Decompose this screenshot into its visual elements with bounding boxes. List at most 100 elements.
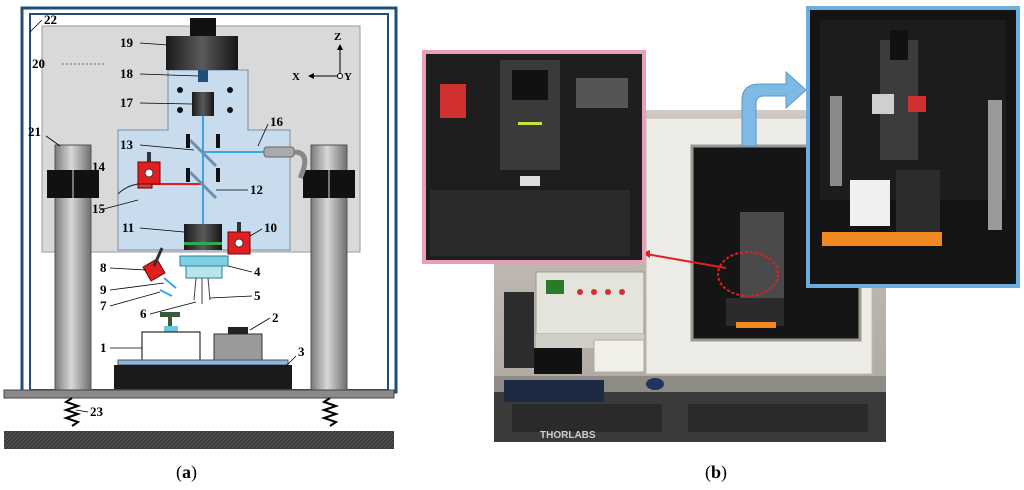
- label-19: 19: [120, 35, 134, 50]
- housing-screw: [227, 107, 233, 113]
- label-12: 12: [250, 182, 263, 197]
- caption-a-close: ): [191, 462, 197, 482]
- probe-5: [207, 277, 211, 301]
- stage-screw: [237, 222, 241, 232]
- housing-slot: [186, 168, 190, 182]
- photo-drawer: [512, 404, 662, 432]
- caption-b: (b): [705, 462, 727, 483]
- photo-highlight-ring: [717, 251, 779, 297]
- label-10: 10: [264, 220, 277, 235]
- label-4: 4: [254, 264, 261, 279]
- inset2-post: [830, 96, 842, 186]
- housing-screw: [227, 87, 233, 93]
- stage-screw: [147, 152, 151, 162]
- sample-post: [168, 316, 172, 326]
- axis-y-label: Y: [344, 71, 352, 83]
- label-15: 15: [92, 201, 106, 216]
- objective-band: [184, 242, 222, 245]
- label-3: 3: [298, 344, 305, 359]
- scale-2: [213, 333, 263, 361]
- fiber-cable: [293, 149, 308, 180]
- label-9: 9: [100, 282, 107, 297]
- caption-b-close: ): [721, 462, 728, 482]
- photo-display: [546, 280, 564, 294]
- spring-right: [320, 397, 340, 427]
- inset-sample: [520, 176, 540, 186]
- holder-4-lower: [185, 265, 223, 279]
- tube-lens: [192, 92, 214, 116]
- schematic-panel: Z X Y: [3, 6, 398, 449]
- camera-head: [166, 36, 238, 70]
- label-14: 14: [92, 159, 106, 174]
- stage-knob-icon: [234, 238, 244, 248]
- caption-a: (a): [176, 462, 197, 483]
- label-11: 11: [122, 220, 134, 235]
- sample-cup: [164, 326, 178, 332]
- housing-screw: [177, 107, 183, 113]
- photo-balance: [593, 339, 645, 373]
- fiber-connector: [263, 146, 295, 158]
- callout-arrow: [741, 70, 807, 147]
- inset-red-stage: [440, 84, 466, 118]
- label-22: 22: [44, 12, 57, 27]
- label-6: 6: [140, 306, 147, 321]
- photo-knob: [577, 289, 583, 295]
- housing-slot: [216, 134, 220, 148]
- tilt-arm: [152, 247, 164, 267]
- photo-knob: [591, 289, 597, 295]
- caption-b-letter: b: [711, 462, 722, 482]
- inset2-instrument: [896, 170, 940, 234]
- mirror-9: [163, 277, 177, 289]
- label-21: 21: [28, 124, 41, 139]
- plate-3-top: [117, 359, 289, 366]
- holder-4: [179, 255, 229, 267]
- inset2-camera: [890, 30, 908, 60]
- inset-lens-band: [518, 122, 542, 125]
- axis-z-label: Z: [334, 31, 341, 43]
- label-17: 17: [120, 95, 134, 110]
- beamsplitter-12: [188, 170, 218, 200]
- photo-mouse: [646, 378, 664, 390]
- caption-b-open: (: [705, 462, 711, 482]
- tilt-stage-8: [142, 258, 166, 282]
- label-16: 16: [270, 114, 284, 129]
- camera-cap: [190, 18, 216, 36]
- inset2-red-stage: [908, 96, 926, 112]
- platform-3: [114, 365, 292, 389]
- photo-panel: THORLABS: [422, 6, 1020, 442]
- axis-indicator: Z X Y: [292, 31, 352, 83]
- housing-screw: [177, 87, 183, 93]
- coupler: [198, 70, 208, 82]
- inset2-post: [988, 100, 1002, 230]
- label-7: 7: [100, 298, 107, 313]
- sample-t-bar: [160, 312, 180, 317]
- balance-1: [141, 331, 201, 361]
- spring-left: [62, 397, 82, 427]
- inset-bracket: [576, 78, 628, 108]
- link-arrow: [645, 253, 727, 269]
- photo-knob: [619, 289, 625, 295]
- housing-slot: [216, 168, 220, 182]
- laser-lead: [117, 183, 139, 195]
- housing-slot: [186, 134, 190, 148]
- label-20: 20: [32, 56, 45, 71]
- inset-plate: [430, 190, 630, 256]
- probe-5: [193, 277, 197, 301]
- label-5: 5: [254, 288, 261, 303]
- photo-instrument-base: [726, 298, 784, 326]
- objective-11: [184, 224, 222, 250]
- beamsplitter-13: [188, 138, 218, 168]
- caption-a-open: (: [176, 462, 182, 482]
- label-23: 23: [90, 404, 104, 419]
- photo-orange-plate: [736, 322, 776, 328]
- photo-drawer: [688, 404, 868, 432]
- label-1: 1: [100, 340, 107, 355]
- photo-brand-text: THORLABS: [540, 430, 596, 441]
- scale-top: [228, 327, 248, 334]
- mirror-7: [159, 289, 173, 297]
- floor: [4, 431, 394, 449]
- photo-knob: [605, 289, 611, 295]
- leader-lines: [29, 19, 297, 413]
- inset2-balance: [850, 180, 890, 226]
